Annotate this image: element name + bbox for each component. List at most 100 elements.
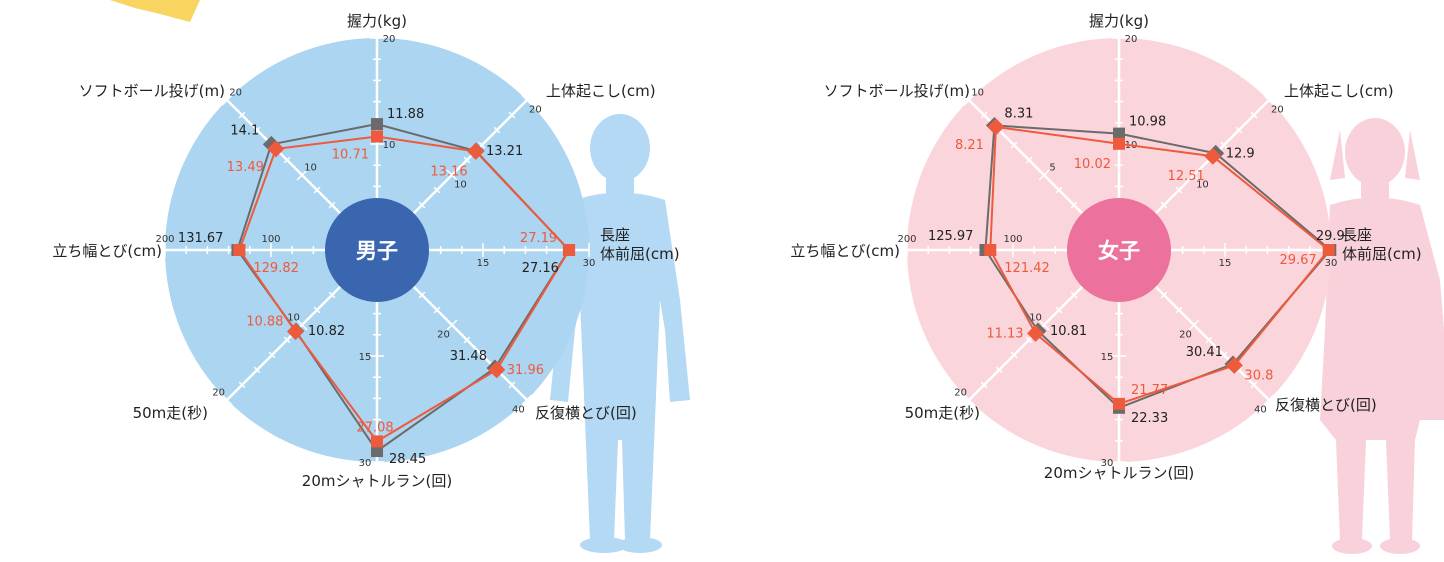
data-label-red: 13.16 (430, 164, 467, 179)
data-label-red: 29.67 (1279, 253, 1316, 268)
axis-label: 上体起こし(cm) (546, 82, 656, 100)
series-marker-gray (371, 445, 383, 458)
axis-tick-mark (283, 336, 291, 344)
tick-label: 10 (1029, 312, 1042, 323)
tick-label: 10 (304, 163, 317, 174)
axis-tick-mark (1038, 319, 1050, 331)
axis-tick-mark (221, 394, 233, 406)
data-label-gray: 27.16 (522, 261, 559, 276)
data-label-gray: 28.45 (389, 452, 426, 467)
tick-label: 30 (359, 458, 372, 469)
axis-label: 50m走(秒) (905, 404, 980, 422)
tick-label: 10 (287, 312, 300, 323)
axis-label: 立ち幅とび(cm) (790, 242, 900, 260)
data-label-red: 129.82 (253, 261, 299, 276)
center-badge (325, 198, 429, 302)
axis-tick-mark (1235, 366, 1243, 374)
data-label-gray: 30.41 (1186, 345, 1223, 360)
series-marker-red (563, 244, 576, 256)
axis-tick-mark (418, 291, 426, 299)
tick-label: 20 (212, 387, 225, 398)
axis-tick-mark (1235, 126, 1243, 134)
tick-label: 10 (971, 88, 984, 99)
axis-tick-mark (478, 141, 486, 149)
data-label-red: 10.02 (1074, 157, 1111, 172)
axis-tick-mark (253, 366, 261, 374)
axis-tick-mark (328, 201, 336, 209)
axis-tick-mark (1055, 186, 1063, 194)
tick-label: 10 (383, 140, 396, 151)
series-marker-red (371, 130, 383, 143)
axis-tick-mark (283, 156, 291, 164)
series-marker-red (1322, 244, 1335, 256)
series-marker-red (286, 323, 304, 341)
axis-tick-mark (980, 111, 988, 119)
tick-label: 200 (155, 234, 174, 245)
axis-label: ソフトボール投げ(m) (79, 82, 225, 100)
axis-tick-mark (268, 351, 276, 359)
axis-tick-mark (1263, 94, 1275, 106)
axis-tick-mark (463, 156, 471, 164)
axis-tick-mark (963, 394, 975, 406)
axis-tick-mark (980, 381, 988, 389)
data-label-gray: 14.1 (230, 123, 259, 138)
axis-tick-mark (1070, 201, 1078, 209)
data-label-gray: 22.33 (1131, 411, 1168, 426)
axis-tick-mark (433, 306, 441, 314)
axis-label: 上体起こし(cm) (1284, 82, 1394, 100)
axis-tick-mark (296, 319, 308, 331)
center-badge (1067, 198, 1171, 302)
axis-tick-mark (1070, 291, 1078, 299)
axis-label: 反復横とび(回) (1275, 396, 1377, 414)
axis-tick-mark (446, 169, 458, 181)
axis-label: 長座体前屈(cm) (600, 226, 680, 263)
series-marker-gray (371, 118, 383, 131)
axis-tick-mark (963, 94, 975, 106)
axis-tick-mark (296, 169, 308, 181)
data-label-red: 121.42 (1004, 261, 1050, 276)
axis-tick-mark (1175, 306, 1183, 314)
tick-label: 20 (1179, 329, 1192, 340)
axis-tick-mark (1160, 291, 1168, 299)
tick-label: 20 (383, 34, 396, 45)
data-label-gray: 31.48 (450, 349, 487, 364)
series-marker-red (488, 361, 506, 379)
axis-tick-mark (221, 94, 233, 106)
tick-label: 30 (1101, 458, 1114, 469)
axis-tick-mark (238, 381, 246, 389)
tick-label: 200 (897, 234, 916, 245)
axis-tick-mark (995, 366, 1003, 374)
axis-label: 50m走(秒) (133, 404, 208, 422)
tick-label: 20 (229, 88, 242, 99)
axis-tick-mark (521, 394, 533, 406)
tick-label: 40 (1254, 404, 1267, 415)
series-marker-gray (1113, 127, 1125, 140)
data-label-gray: 10.98 (1129, 115, 1166, 130)
axis-tick-mark (463, 336, 471, 344)
axis-tick-mark (1010, 351, 1018, 359)
center-label: 男子 (356, 239, 398, 263)
tick-label: 100 (261, 234, 280, 245)
axis-tick-mark (1250, 111, 1258, 119)
axis-tick-mark (1220, 141, 1228, 149)
axis-tick-mark (478, 351, 486, 359)
axis-tick-mark (508, 111, 516, 119)
axis-tick-mark (508, 381, 516, 389)
axis-tick-mark (521, 94, 533, 106)
tick-label: 30 (583, 258, 596, 269)
axis-label: 反復横とび(回) (535, 404, 637, 422)
axis-label: 長座体前屈(cm) (1342, 226, 1422, 263)
data-label-red: 13.49 (227, 160, 264, 175)
axis-tick-mark (253, 126, 261, 134)
axis-tick-mark (446, 319, 458, 331)
axis-tick-mark (1220, 351, 1228, 359)
data-label-red: 12.51 (1168, 169, 1205, 184)
axis-tick-mark (418, 201, 426, 209)
axis-tick-mark (328, 291, 336, 299)
series-marker-red (984, 244, 997, 256)
axis-tick-mark (1038, 169, 1050, 181)
